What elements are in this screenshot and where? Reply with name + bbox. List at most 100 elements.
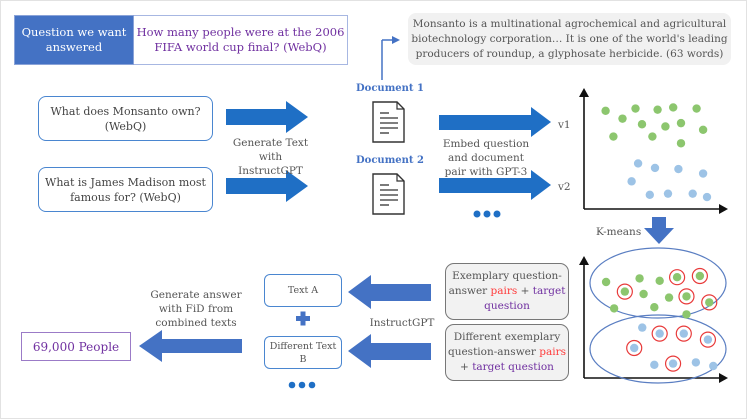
blue-point — [674, 164, 683, 174]
final-answer: 69,000 People — [21, 332, 131, 361]
blue-cluster-point — [655, 329, 664, 338]
embedding-plot-axes — [579, 88, 728, 214]
blue-point — [650, 163, 660, 173]
document-1-title: Document 1 — [356, 83, 424, 94]
blue-cluster-point — [630, 343, 639, 353]
prompt-segment-purple: target question — [472, 361, 554, 373]
prompt-box-2: Different exemplary question-answer pair… — [445, 324, 569, 381]
blue-point — [688, 189, 697, 198]
arrow-texts-to-answer — [139, 330, 242, 362]
green-point — [601, 106, 610, 116]
selected-ring — [691, 267, 708, 285]
prompt-segment-purple: target question — [484, 285, 566, 312]
green-point — [648, 132, 657, 141]
target-question-text: How many people were at the 2006 FIFA wo… — [134, 15, 348, 65]
selected-ring — [616, 283, 633, 300]
plus-icon — [296, 311, 310, 326]
arrow-question1-to-doc1 — [226, 101, 308, 133]
green-point — [637, 120, 647, 129]
prompt-segment-text: Different exemplary question-answer — [447, 331, 561, 358]
document-1-icon — [372, 101, 405, 143]
selected-ring — [668, 269, 686, 286]
kmeans-down-arrow-icon — [644, 217, 674, 244]
arrow-doc2-to-v2 — [439, 170, 551, 200]
target-question-header: Question we want answered — [14, 15, 134, 65]
kmeans-label: K-means — [596, 226, 642, 238]
fid-label: Generate answer with FiD from combined t… — [150, 289, 242, 329]
green-cluster-point — [635, 274, 644, 283]
green-point — [653, 105, 662, 114]
blue-cluster-point — [638, 323, 647, 332]
input-question-1: What does Monsanto own? (WebQ) — [38, 96, 213, 141]
blue-cluster-point — [691, 358, 701, 367]
prompt-segment-red: pairs — [490, 285, 518, 297]
arrow-doc1-to-v1 — [439, 107, 551, 137]
prompt-box-1-text: Exemplary question-answer pairs + target… — [446, 269, 568, 314]
instructgpt-label: InstructGPT — [369, 317, 435, 329]
blue-point — [702, 192, 712, 202]
blue-point — [645, 190, 654, 199]
prompt-segment-text: + — [460, 361, 473, 373]
prompt-segment-text: Exemplary question-answer — [448, 270, 562, 297]
green-cluster-point — [650, 303, 659, 312]
green-point — [676, 139, 686, 148]
blue-cluster-point — [650, 360, 659, 369]
green-cluster-point — [601, 277, 611, 287]
selected-ring — [678, 288, 695, 305]
blue-point — [698, 169, 708, 178]
arrow-prompt2-to-textB — [348, 334, 431, 368]
arrow-prompt1-to-textA — [348, 275, 431, 309]
blue-point — [633, 159, 643, 168]
cluster-1-ellipse — [589, 247, 727, 319]
selected-ring — [651, 325, 668, 342]
text-b-box: Different Text B — [264, 336, 342, 369]
green-point — [618, 114, 627, 123]
prompt-box-2-text: Different exemplary question-answer pair… — [446, 330, 568, 375]
green-cluster-point — [655, 276, 664, 285]
blue-point — [663, 189, 673, 198]
green-cluster-point — [639, 289, 648, 299]
green-point — [676, 118, 686, 128]
blue-cluster-point — [679, 329, 688, 338]
more-documents-ellipsis-icon — [473, 210, 501, 218]
cluster-plot-axes — [579, 256, 728, 383]
text-a-box: Text A — [264, 274, 342, 307]
selected-ring — [699, 331, 717, 348]
green-point — [669, 103, 678, 112]
embedding-scatter-points — [601, 103, 712, 202]
vector-label-v1: v1 — [558, 119, 571, 131]
green-cluster-point — [682, 292, 691, 301]
document-2-title: Document 2 — [356, 155, 424, 166]
green-cluster-point — [620, 287, 630, 296]
blue-cluster-point — [703, 335, 713, 344]
selected-ring — [626, 339, 643, 357]
green-point — [609, 132, 618, 141]
selected-ring — [675, 325, 692, 342]
green-point — [692, 104, 701, 113]
document-2-icon — [372, 173, 405, 215]
prompt-segment-text: + — [517, 285, 533, 297]
green-cluster-point — [705, 298, 714, 307]
green-cluster-point — [672, 273, 682, 282]
green-cluster-point — [682, 310, 691, 319]
green-point — [631, 104, 640, 113]
vector-label-v2: v2 — [558, 181, 571, 193]
green-cluster-point — [664, 293, 674, 302]
blue-point — [627, 177, 636, 186]
green-point — [698, 125, 708, 135]
arrow-question2-to-doc2 — [226, 170, 308, 202]
blue-cluster-point — [709, 361, 718, 371]
selected-ring — [664, 355, 682, 372]
embed-label: Embed question and document pair with GP… — [442, 138, 530, 178]
selected-ring — [701, 294, 718, 311]
green-cluster-point — [695, 271, 705, 281]
more-texts-ellipsis-icon — [288, 381, 316, 389]
document-snippet: Monsanto is a multinational agrochemical… — [408, 13, 731, 65]
cluster-scatter-points — [601, 267, 718, 372]
cluster-2-ellipse — [589, 314, 727, 384]
blue-cluster-point — [668, 359, 678, 368]
prompt-segment-red: pairs — [539, 346, 566, 358]
green-point — [661, 122, 670, 131]
green-cluster-point — [609, 304, 619, 313]
